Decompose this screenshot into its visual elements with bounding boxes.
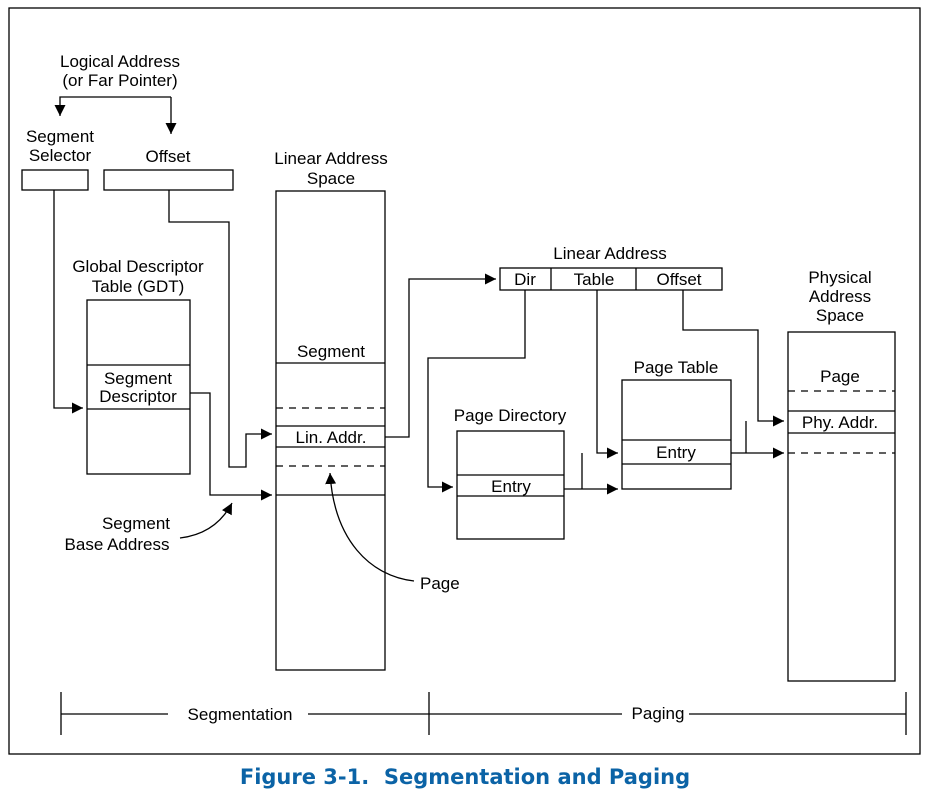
offset-box (103, 169, 234, 191)
segmentation-label: Segmentation (188, 705, 293, 724)
segment-base-label: Segment (102, 514, 170, 533)
pt-entry-to-page-base-arrow (731, 421, 784, 453)
table-field-label: Table (574, 270, 615, 289)
segment-label: Segment (297, 342, 365, 361)
paging-label: Paging (632, 704, 685, 723)
segment-base-pointer-arrow (179, 502, 233, 539)
page-table-label: Page Table (634, 358, 719, 377)
segment-selector-box (21, 169, 89, 191)
table-to-page-table-arrow (596, 290, 618, 459)
figure-caption: Figure 3-1. Segmentation and Paging (240, 765, 690, 789)
page-pointer-arrow (325, 472, 415, 582)
figure-frame (8, 7, 921, 755)
dir-field-label: Dir (514, 270, 536, 289)
far-pointer-label: (or Far Pointer) (62, 71, 177, 90)
linear-space-label: Linear Address (274, 149, 387, 168)
linear-address-label: Linear Address (553, 244, 666, 263)
gdt-table (86, 299, 191, 475)
physical-space-label-3: Space (816, 306, 864, 325)
dir-to-page-directory-arrow (427, 290, 526, 493)
logical-split-arrow-left (54, 96, 171, 116)
selector-to-descriptor-arrow (53, 190, 83, 414)
linear-address-fields (499, 267, 723, 291)
page-directory-label: Page Directory (454, 406, 567, 425)
logical-address-label: Logical Address (60, 52, 180, 71)
offset-field-label: Offset (656, 270, 701, 289)
descriptor-to-base-arrow (190, 392, 272, 501)
offset-to-lin-addr-arrow (168, 190, 272, 468)
lin-addr-label: Lin. Addr. (296, 428, 367, 447)
offset-label: Offset (145, 147, 190, 166)
pt-entry-label: Entry (656, 443, 696, 462)
physical-page-label: Page (820, 367, 860, 386)
segment-selector-label: Segment (26, 127, 94, 146)
pd-entry-to-page-table-arrow (564, 453, 618, 489)
physical-space-label: Physical (808, 268, 871, 287)
pd-entry-label: Entry (491, 477, 531, 496)
physical-address-space (787, 331, 896, 682)
segment-selector-label-2: Selector (29, 146, 92, 165)
phy-addr-label: Phy. Addr. (802, 413, 878, 432)
page-pointer-label: Page (420, 574, 460, 593)
linear-address-space (275, 190, 386, 671)
physical-space-label-2: Address (809, 287, 871, 306)
lin-addr-to-linear-address-arrow (385, 273, 496, 438)
segment-base-label-2: Base Address (65, 535, 170, 554)
segment-descriptor-label-2: Descriptor (99, 387, 177, 406)
page-directory-table (456, 430, 565, 540)
gdt-label-2: Table (GDT) (92, 277, 185, 296)
segment-descriptor-label: Segment (104, 369, 172, 388)
linear-space-label-2: Space (307, 169, 355, 188)
offset-to-phy-addr-arrow (682, 290, 784, 427)
page-table-table (621, 379, 732, 490)
gdt-label: Global Descriptor (72, 257, 204, 276)
